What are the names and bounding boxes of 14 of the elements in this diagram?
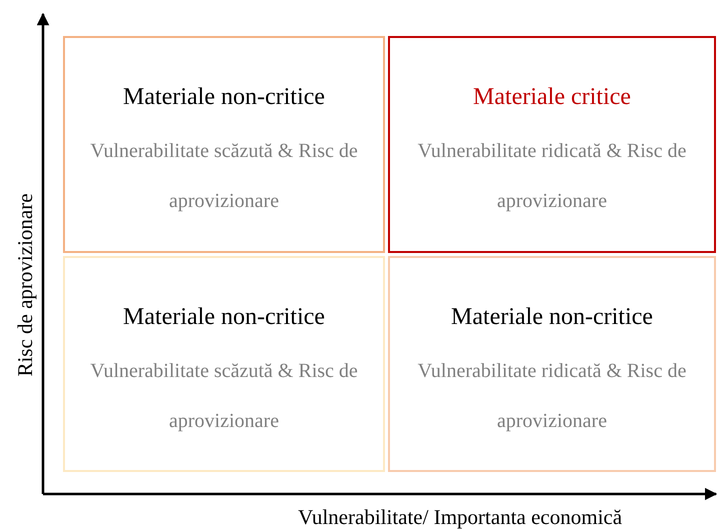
y-axis-title: Risc de aprovizionare	[13, 193, 37, 377]
quadrant-title: Materiale non-critice	[122, 83, 326, 112]
quadrant-box	[63, 36, 385, 253]
quadrant-description: Vulnerabilitate scăzută & Risc de aprovizionare	[89, 139, 359, 214]
quadrant-title: Materiale critice	[472, 83, 632, 112]
quadrant-box	[63, 256, 385, 472]
quadrant-description: Vulnerabilitate ridicată & Risc de aprovizionare	[416, 359, 688, 434]
quadrant-title: Materiale non-critice	[450, 303, 654, 332]
quadrant-description: Vulnerabilitate ridicată & Risc de aprovizionare	[416, 139, 688, 214]
quadrant-description: Vulnerabilitate scăzută & Risc de aprovizionare	[89, 359, 359, 434]
quadrant-title: Materiale non-critice	[122, 303, 326, 332]
quadrant-box	[388, 256, 716, 472]
quadrant-box	[388, 36, 716, 253]
x-axis-title: Vulnerabilitate/ Importanta economică	[298, 505, 622, 529]
